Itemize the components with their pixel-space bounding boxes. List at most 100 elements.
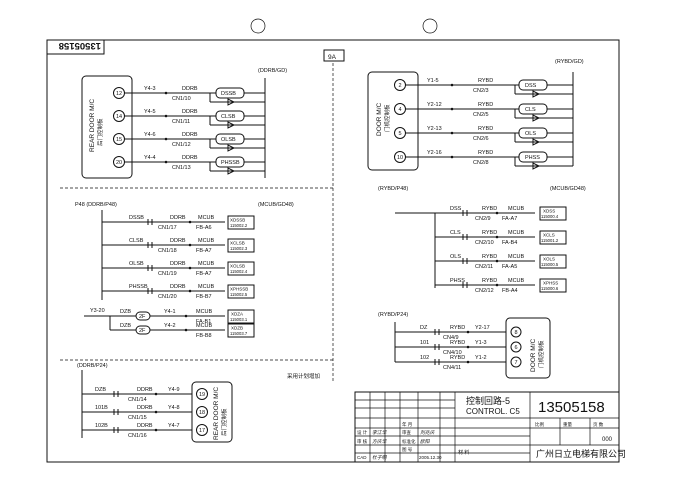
title-chinese: 控制回路-5	[466, 395, 510, 406]
front-bottom-pin-0: 8	[510, 326, 522, 338]
tb-row-design: 设 计	[357, 429, 368, 436]
front-mid-net-1: RYBD	[482, 230, 497, 236]
rear-zone-sig-0: DZB	[120, 309, 131, 315]
front-mid-fb-3: FB-A4	[502, 288, 518, 294]
rear-top-conn-0: CN1/10	[172, 96, 191, 102]
rear-zone-sig-1: DZB	[120, 323, 131, 329]
front-top-switch-1: CLS	[518, 103, 548, 115]
rear-mid-conn-0: CN1/17	[158, 225, 177, 231]
rear-top-net-0: DDRB	[182, 86, 198, 92]
front-mid-code2-1: 115001.2	[541, 238, 559, 243]
rear-top-net-3: DDRB	[182, 155, 198, 161]
front-bottom-pin-1-label: 6	[514, 345, 517, 351]
front-top-box-label: DOOR M/C	[376, 102, 383, 136]
rear-top-device-3: PHSSB	[221, 160, 240, 166]
rear-bottom-pin-0: 19	[196, 388, 208, 400]
rear-zone-dev-0: 2F	[139, 314, 146, 320]
rear-mid-net-0: DDRB	[170, 215, 186, 221]
handwritten-note: 采用计划增加	[287, 372, 320, 380]
rear-top-pin-1: 14	[113, 110, 125, 122]
front-mid-code-3: XPHSS	[543, 281, 558, 286]
front-top-switch-3: PHSS	[518, 151, 548, 163]
tb-sheet-no: 000	[602, 437, 613, 443]
front-top-pin-2-label: 5	[398, 131, 401, 137]
rear-bottom-net-2: DDRB	[137, 423, 153, 429]
rear-zone-relay-0: 2F	[135, 311, 151, 321]
front-mid-conn-1: CN2/10	[475, 240, 494, 246]
tb-row-cad: CAD	[357, 455, 367, 460]
rear-mid-code-1: XCLSB	[230, 241, 245, 246]
front-top-pin-3: 10	[394, 151, 406, 163]
front-mid-sig-3: PHSS	[450, 278, 465, 284]
rear-zone-fb-1: FB-B8	[196, 333, 212, 339]
rear-mid-sig-3: PHSSB	[129, 284, 148, 290]
front-bottom-sig-1: 101	[420, 340, 429, 346]
front-mid-fb-2: FA-A5	[502, 264, 517, 270]
rear-bottom-wire-2: Y4-7	[168, 423, 180, 429]
rear-top-switch-3: PHSSB	[215, 156, 245, 168]
tb-signature-4: 刘兆庆	[420, 429, 436, 436]
rear-top-net-2: DDRB	[182, 132, 198, 138]
rear-mid-code-2: XOLSB	[230, 264, 245, 269]
front-mid-conn-2: CN2/11	[475, 264, 493, 270]
rear-zone-wire-0: Y4-1	[164, 309, 176, 315]
rear-bottom-net-0: DDRB	[137, 387, 153, 393]
rear-top-box-label: REAR DOOR M/C	[89, 99, 96, 152]
front-bottom-sig-0: DZ	[420, 325, 428, 331]
title-block: 设 计 审 核 CAD 年 月 审查 标准化 图 号 李江华 方庆华 杜子明 刘…	[354, 391, 626, 463]
rear-mid-header-left: P48 (DDRB/P48)	[75, 202, 117, 208]
rear-top-conn-3: CN1/13	[172, 165, 191, 171]
tb-signature-5: 欧阳	[420, 438, 431, 445]
rear-bottom-pin-2: 17	[196, 424, 208, 436]
tb-date: 2005.12.30	[419, 455, 442, 460]
front-bottom-box-sublabel: 门机控制板	[537, 340, 545, 368]
rear-top-pin-0-label: 12	[116, 91, 122, 97]
rear-mid-net-1: DDRB	[170, 238, 186, 244]
rear-top-pin-3-label: 20	[116, 160, 122, 166]
front-top-conn-3: CN2/8	[473, 160, 489, 166]
rear-zone-code-0: XDZA	[231, 312, 243, 317]
front-bottom-net-1: RYBD	[450, 340, 465, 346]
rear-zone-fb-0: FA-B1	[196, 319, 211, 325]
front-top-net-2: RYBD	[478, 126, 493, 132]
rear-top-pin-2-label: 15	[116, 137, 122, 143]
rear-top-switch-2: OLSB	[215, 133, 245, 145]
front-mid-fb-1: FA-B4	[502, 240, 517, 246]
rear-zone-mcu-1: MCUB	[196, 323, 213, 329]
rear-top-net-1: DDRB	[182, 109, 198, 115]
rear-mid-mcu-0: MCUB	[198, 215, 215, 221]
tb-weight: 重量	[563, 421, 572, 428]
front-top-conn-0: CN2/3	[473, 88, 489, 94]
front-mid-net-0: RYBD	[482, 206, 497, 212]
rear-mid-net-3: DDRB	[170, 284, 186, 290]
rear-mid-mcu-3: MCUB	[198, 284, 215, 290]
drawing-number-stamp: 13505158	[538, 399, 605, 416]
rear-mid-code2-1: 115002.3	[230, 246, 248, 251]
rear-bottom-pin-0-label: 19	[199, 392, 205, 398]
tb-col-review: 审查	[402, 429, 411, 436]
rear-mid-code2-2: 115002.4	[230, 269, 248, 274]
title-english: CONTROL. C5	[466, 407, 520, 416]
tb-pages: 页 数	[593, 421, 604, 428]
rear-mid-sig-2: OLSB	[129, 261, 144, 267]
rear-mid-conn-1: CN1/18	[158, 248, 177, 254]
front-top-net-1: RYBD	[478, 102, 493, 108]
rear-top-wire-1: Y4-5	[144, 109, 156, 115]
front-top-wire-1: Y2-12	[427, 102, 442, 108]
front-mid-code2-2: 115000.5	[541, 262, 559, 267]
tb-material: 材 料	[458, 449, 469, 456]
drawing-no-top: 13505158	[59, 40, 101, 51]
front-top-pin-2: 5	[394, 127, 406, 139]
rear-zone-code2-0: 115003.1	[230, 317, 248, 322]
sheet-border	[46, 39, 620, 463]
front-bottom-pin-0-label: 8	[514, 330, 517, 336]
rear-mid-conn-2: CN1/19	[158, 271, 177, 277]
rear-top-pin-1-label: 14	[116, 114, 122, 120]
rear-top-conn-2: CN1/12	[172, 142, 191, 148]
